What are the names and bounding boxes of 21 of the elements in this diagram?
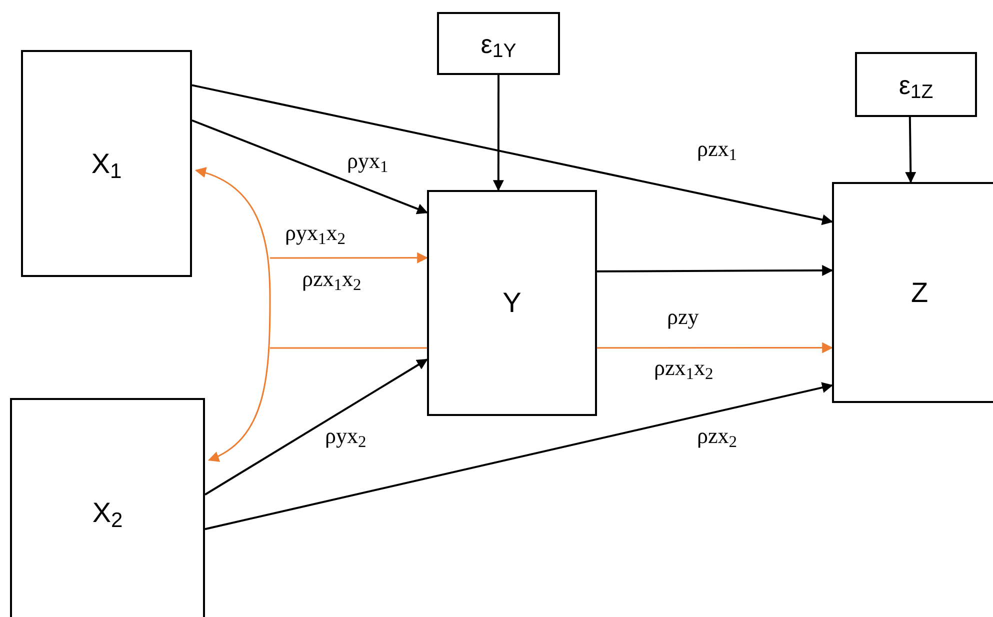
variable-box <box>21 50 192 277</box>
error-box <box>437 12 560 75</box>
arrow <box>204 358 428 496</box>
variable-box <box>427 190 597 416</box>
variable-box <box>10 398 205 617</box>
arrow <box>492 75 504 192</box>
variable-name: X$_{1}$ <box>91 150 122 178</box>
variable-box <box>832 182 993 403</box>
arrow <box>905 116 916 184</box>
branch-arrow <box>270 252 428 264</box>
arrow <box>597 264 834 276</box>
arrow <box>192 84 834 226</box>
variable-name: Y <box>502 289 522 317</box>
arrow <box>204 382 834 530</box>
variable-name: ε$_{1Z}$ <box>898 72 934 98</box>
variable-name: X$_{2}$ <box>92 499 123 527</box>
error-box <box>855 52 977 117</box>
variable-name: ε$_{1Y}$ <box>480 30 516 56</box>
variable-name: Z <box>910 278 928 306</box>
arrow <box>192 119 428 214</box>
curved-double-arrow <box>194 168 271 462</box>
